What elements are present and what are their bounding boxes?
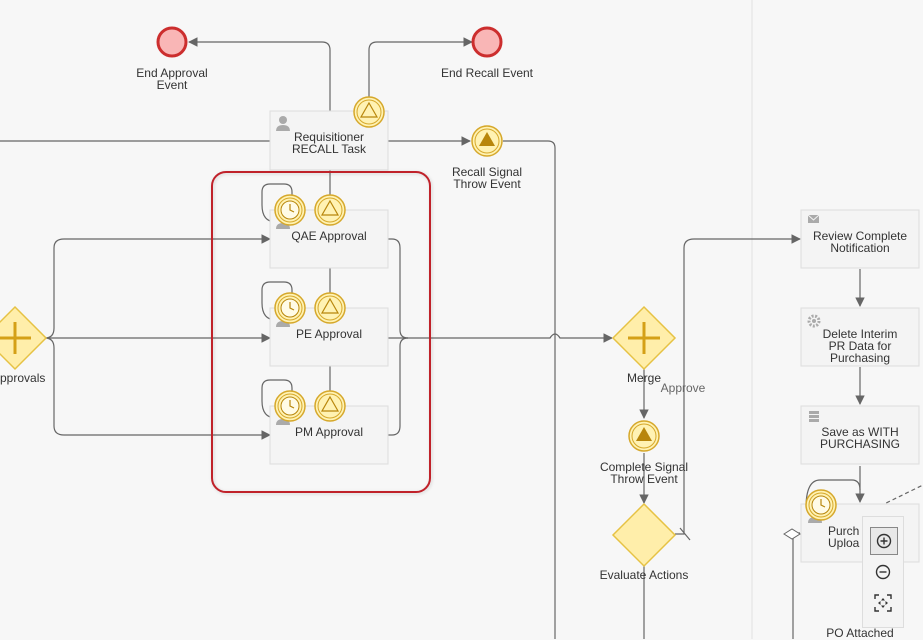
- recall-signal-throw-icon[interactable]: [471, 125, 503, 157]
- zoom-in-icon: [876, 533, 892, 549]
- delete-interim-pr-data-task[interactable]: [800, 307, 920, 367]
- timer-icon-pm[interactable]: [274, 390, 306, 422]
- signal-boundary-icon[interactable]: [353, 96, 385, 128]
- label-merge-gateway: Merge: [626, 371, 661, 385]
- label-approvals-gateway: pprovals: [0, 371, 46, 385]
- approvals-parallel-gateway[interactable]: [0, 305, 48, 371]
- complete-signal-throw-icon[interactable]: [628, 420, 660, 452]
- fit-to-screen-icon: [874, 594, 892, 612]
- signal-boundary-icon-pe[interactable]: [314, 292, 346, 324]
- end-recall-event[interactable]: [471, 26, 503, 58]
- database-icon: [809, 411, 819, 422]
- timer-icon-pe[interactable]: [274, 292, 306, 324]
- label-end-recall-event: End Recall Event: [440, 66, 534, 80]
- label-purchasing-upload: Purch Uploa: [828, 524, 860, 550]
- flow-to-merge: [388, 333, 613, 343]
- label-complete-signal-throw-event: Complete Signal Throw Event: [599, 460, 689, 486]
- boundary-loop-pe: [261, 281, 293, 321]
- boundary-loop-purchasing: [805, 479, 861, 509]
- boundary-loop-qae: [261, 183, 293, 223]
- zoom-controls: [862, 516, 904, 628]
- flow-qae-to-merge: [388, 238, 409, 339]
- flow-signal-down: [503, 140, 556, 639]
- label-end-approval-event: End Approval Event: [136, 66, 208, 92]
- timer-icon-purchasing[interactable]: [805, 489, 837, 521]
- label-save-as-with-purchasing: Save as WITH PURCHASING: [819, 425, 900, 451]
- flow-to-end-recall: [368, 37, 473, 97]
- flow-to-end-approval: [188, 37, 331, 400]
- signal-boundary-icon-pm[interactable]: [314, 390, 346, 422]
- selection-outline[interactable]: [211, 171, 431, 493]
- label-approve-flow: Approve: [660, 381, 706, 395]
- label-pe-approval: PE Approval: [295, 327, 363, 341]
- label-review-complete-notification: Review Complete Notification: [812, 229, 908, 255]
- label-pm-approval: PM Approval: [294, 425, 364, 439]
- label-po-attached: PO Attached: [826, 626, 894, 640]
- flow-pm-to-merge: [388, 337, 409, 436]
- timer-icon-qae[interactable]: [274, 194, 306, 226]
- save-as-with-purchasing-task[interactable]: [800, 405, 920, 465]
- label-recall-signal-throw-event: Recall Signal Throw Event: [451, 165, 523, 191]
- label-evaluate-actions: Evaluate Actions: [599, 568, 689, 582]
- label-delete-interim-pr-data: Delete Interim PR Data for Purchasing: [822, 327, 898, 365]
- user-icon: [276, 116, 290, 131]
- merge-parallel-gateway[interactable]: [611, 305, 677, 371]
- flow-approve-condition-mark: [679, 527, 691, 541]
- fit-to-screen-button[interactable]: [870, 590, 896, 616]
- end-approval-event[interactable]: [156, 26, 188, 58]
- zoom-out-button[interactable]: [870, 559, 896, 585]
- gear-icon: [807, 314, 821, 328]
- association-dashed: [879, 484, 923, 507]
- evaluate-actions-gateway[interactable]: [611, 502, 677, 568]
- review-complete-notification-task[interactable]: [800, 209, 920, 269]
- flow-to-pm: [44, 337, 271, 440]
- label-requisitioner-recall-task: Requisitioner RECALL Task: [291, 130, 367, 156]
- zoom-in-button[interactable]: [870, 527, 898, 555]
- envelope-icon: [807, 214, 820, 223]
- signal-boundary-icon-qae[interactable]: [314, 194, 346, 226]
- label-qae-approval: QAE Approval: [291, 229, 367, 243]
- flow-approve: [675, 234, 801, 535]
- boundary-loop-pm: [261, 379, 293, 419]
- flow-to-qae: [44, 234, 271, 339]
- default-flow-diamond: [783, 528, 801, 540]
- zoom-out-icon: [875, 564, 891, 580]
- sequence-flows: [0, 37, 923, 639]
